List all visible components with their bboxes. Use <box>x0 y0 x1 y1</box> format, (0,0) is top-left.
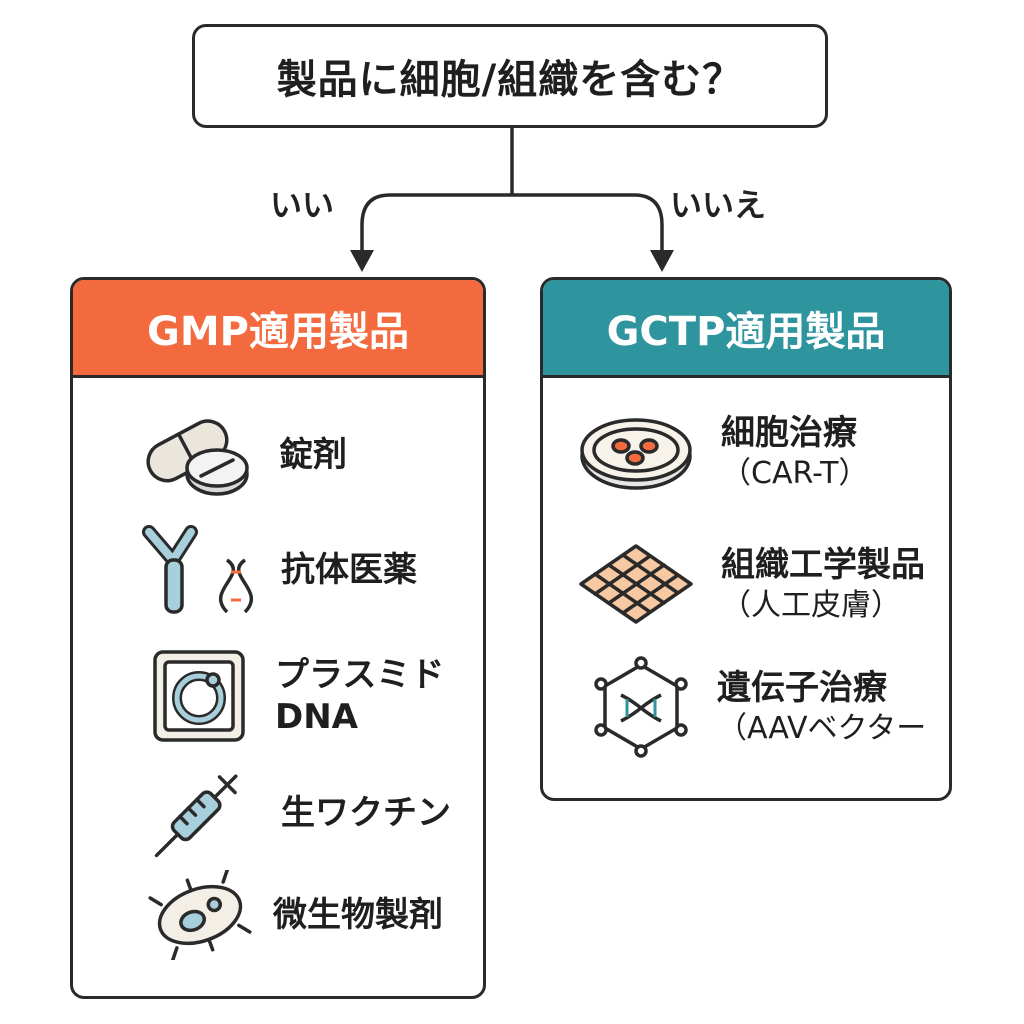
gmp-panel: GMP適用製品 錠剤 抗体医薬 <box>70 277 486 999</box>
gctp-panel-title: GCTP適用製品 <box>543 280 949 378</box>
gmp-item-label-group: プラスミド DNA <box>275 654 444 739</box>
gctp-item-text: 細胞治療 （CAR-T） <box>721 412 869 492</box>
question-text: 製品に細胞/組織を含む？ <box>276 57 744 103</box>
gctp-item-sub: （人工皮膚） <box>721 587 901 623</box>
branch-label-no: いいえ <box>670 186 767 224</box>
gmp-item-plasmid: プラスミド DNA <box>151 648 444 744</box>
gmp-item-label-line2: DNA <box>275 697 358 737</box>
gctp-item-label: 組織工学製品 <box>721 545 925 585</box>
branch-label-yes: いい <box>270 186 335 224</box>
arrow-head-right <box>650 250 674 272</box>
gctp-item-gene-therapy: 遺伝子治療 （AAVベクター <box>589 655 926 759</box>
gmp-item-label: 生ワクチン <box>281 792 451 833</box>
tissue-grid-icon <box>579 544 693 624</box>
gmp-panel-title: GMP適用製品 <box>73 280 483 378</box>
gmp-item-vaccine: 生ワクチン <box>139 758 451 868</box>
syringe-icon <box>154 774 238 858</box>
gctp-item-text: 遺伝子治療 （AAVベクター <box>717 667 926 747</box>
gctp-item-label: 細胞治療 <box>721 413 857 453</box>
arrow-head-left <box>350 250 374 272</box>
gmp-item-label: 微生物製剤 <box>273 894 443 935</box>
gctp-item-tissue-engineering: 組織工学製品 （人工皮膚） <box>577 542 925 626</box>
petri-dish-icon <box>580 418 692 490</box>
pill-icon <box>146 419 249 496</box>
antibody-icon <box>142 525 253 614</box>
gctp-item-sub: （CAR-T） <box>721 455 869 491</box>
microbe-icon <box>148 870 252 960</box>
gctp-item-text: 組織工学製品 （人工皮膚） <box>721 544 925 624</box>
viral-vector-icon <box>594 656 688 758</box>
flow-connector <box>350 128 674 272</box>
gmp-item-antibody: 抗体医薬 <box>139 520 417 620</box>
gmp-item-label: 錠剤 <box>279 434 347 475</box>
gmp-item-label: 抗体医薬 <box>281 549 417 590</box>
question-box: 製品に細胞/組織を含む？ <box>192 24 828 128</box>
gmp-item-microbe: 微生物製剤 <box>147 870 443 960</box>
gmp-item-tablet: 錠剤 <box>137 410 347 500</box>
gctp-item-sub: （AAVベクター <box>717 710 927 746</box>
gctp-item-label: 遺伝子治療 <box>717 668 887 708</box>
gmp-item-label: プラスミド <box>275 654 445 695</box>
gctp-panel: GCTP適用製品 細胞治療 （CAR-T） 組織工学製品 （人工皮 <box>540 277 952 801</box>
plasmid-icon <box>153 650 245 742</box>
gctp-item-cell-therapy: 細胞治療 （CAR-T） <box>577 410 869 494</box>
